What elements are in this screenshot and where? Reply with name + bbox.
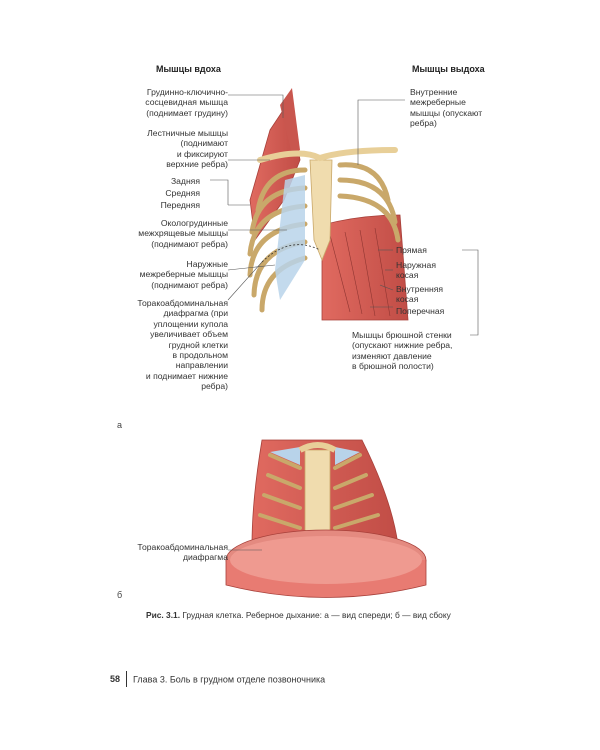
- caption-text: Грудная клетка. Реберное дыхание: а — ви…: [182, 610, 451, 620]
- label-scalene-posterior: Задняя: [170, 176, 200, 186]
- label-internal-intercostals: Внутренние межреберные мышцы (опускают р…: [410, 87, 483, 129]
- caption-prefix: Рис. 3.1.: [146, 610, 181, 620]
- page-number: 58: [110, 674, 121, 685]
- label-abdominal-wall-muscles: Мышцы брюшной стенки (опускают нижние ре…: [352, 330, 453, 372]
- label-scalene-anterior: Передняя: [160, 200, 200, 210]
- label-external-intercostals: Наружные межреберные мышцы (поднимают ре…: [139, 259, 228, 290]
- label-diaphragm-side: Торакоабдоминальная диафрагма: [137, 542, 228, 563]
- label-sternocleidomastoid: Грудинно-ключично- сосцевидная мышца (по…: [145, 87, 228, 118]
- chapter-title: Глава 3. Боль в грудном отделе позвоночн…: [133, 674, 326, 685]
- panel-letter-b: б: [117, 590, 123, 600]
- figure-caption: Рис. 3.1. Грудная клетка. Реберное дыхан…: [146, 610, 451, 620]
- inhale-muscles-heading: Мышцы вдоха: [156, 64, 221, 74]
- exhale-muscles-heading: Мышцы выдоха: [412, 64, 485, 74]
- label-transversus: Поперечная: [396, 306, 445, 316]
- label-internal-oblique: Внутренняя косая: [396, 284, 444, 305]
- label-parasternal-intercostals: Окологрудинные межхрящевые мышцы (подним…: [138, 218, 228, 249]
- thorax-front: [247, 88, 409, 321]
- label-external-oblique: Наружная косая: [396, 260, 436, 281]
- page-footer: 58 Глава 3. Боль в грудном отделе позвоно…: [110, 671, 326, 688]
- footer-divider: [126, 671, 128, 687]
- label-scalene-muscles: Лестничные мышцы (поднимают и фиксируют …: [147, 128, 228, 170]
- label-diaphragm-inhale: Торакоабдоминальная диафрагма (при уплощ…: [137, 298, 228, 392]
- panel-letter-a: а: [117, 420, 123, 430]
- label-rectus: Прямая: [396, 245, 427, 255]
- thorax-side: [225, 439, 427, 598]
- label-scalene-middle: Средняя: [165, 188, 200, 198]
